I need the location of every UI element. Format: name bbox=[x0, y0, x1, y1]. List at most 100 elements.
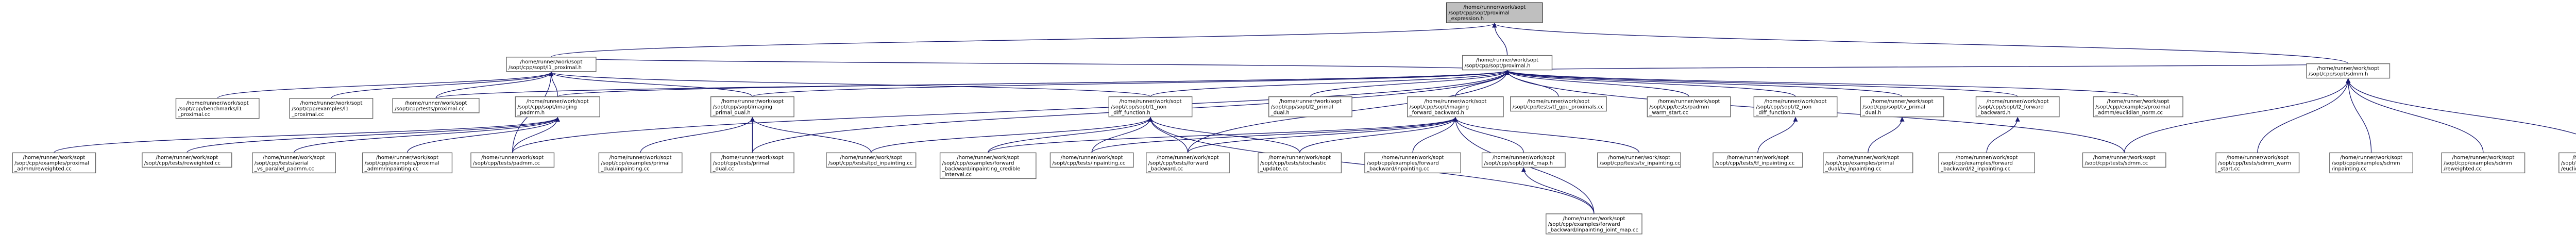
graph-node-label-line: /sopt/cpp/sopt/proximal bbox=[1449, 10, 1510, 16]
graph-node-padmm-warm[interactable]: /home/runner/work/sopt/sopt/cpp/tests/pa… bbox=[1647, 96, 1731, 118]
graph-node-box bbox=[1108, 96, 1193, 118]
include-edge bbox=[871, 117, 1153, 153]
graph-node-ex-l2-inp[interactable]: /home/runner/work/sopt/sopt/cpp/examples… bbox=[1938, 152, 2036, 174]
graph-node-imaging-pd[interactable]: /home/runner/work/sopt/sopt/cpp/sopt/ima… bbox=[710, 96, 794, 118]
dependency-edges bbox=[54, 23, 2576, 214]
graph-node-l1-nondiff[interactable]: /home/runner/work/sopt/sopt/cpp/sopt/l1_… bbox=[1108, 96, 1193, 118]
graph-node-prox[interactable]: /home/runner/work/sopt/sopt/cpp/sopt/pro… bbox=[1462, 55, 1553, 71]
graph-node-ex-admm-rew[interactable]: /home/runner/work/sopt/sopt/cpp/examples… bbox=[12, 152, 96, 174]
graph-node-ex-pd-tv[interactable]: /home/runner/work/sopt/sopt/cpp/examples… bbox=[1823, 152, 1913, 174]
graph-node-label-line: /home/runner/work/sopt bbox=[1608, 155, 1670, 160]
graph-node-ex-prox-admm-eucl[interactable]: /home/runner/work/sopt/sopt/cpp/examples… bbox=[2093, 96, 2183, 118]
graph-node-t-tfpd[interactable]: /home/runner/work/sopt/sopt/cpp/tests/tp… bbox=[826, 152, 917, 168]
graph-node-ex-l1[interactable]: /home/runner/work/sopt/sopt/cpp/examples… bbox=[289, 98, 374, 119]
graph-node-t-fb[interactable]: /home/runner/work/sopt/sopt/cpp/tests/fo… bbox=[1146, 152, 1230, 174]
graph-node-box bbox=[1446, 2, 1543, 23]
graph-node-ex-pd-inp[interactable]: /home/runner/work/sopt/sopt/cpp/examples… bbox=[598, 152, 683, 174]
include-edge bbox=[549, 71, 558, 97]
graph-node-imaging-fb[interactable]: /home/runner/work/sopt/sopt/cpp/sopt/ima… bbox=[1407, 96, 1504, 118]
graph-node-ex-fb-joint[interactable]: /home/runner/work/sopt/sopt/cpp/examples… bbox=[1546, 213, 1642, 235]
include-edge bbox=[217, 71, 554, 99]
graph-node-label-line: /sopt/cpp/sopt/joint_map.h bbox=[1484, 160, 1553, 166]
graph-node-ex-sdmm-inp[interactable]: /home/runner/work/sopt/sopt/cpp/examples… bbox=[2329, 152, 2413, 174]
graph-node-box bbox=[2093, 96, 2183, 118]
graph-node-label-line: /home/runner/work/sopt bbox=[721, 155, 784, 160]
include-edge bbox=[1505, 70, 1903, 97]
graph-node-box bbox=[1938, 152, 2036, 174]
graph-node-box bbox=[1975, 96, 2060, 118]
graph-node-ex-sdmm-eucl[interactable]: /home/runner/work/sopt/sopt/cpp/examples… bbox=[2558, 152, 2576, 174]
graph-node-label-line: _expression.h bbox=[1448, 16, 1484, 22]
graph-node-label-line: /home/runner/work/sopt bbox=[609, 155, 672, 160]
include-edge bbox=[1150, 70, 1510, 97]
graph-node-box bbox=[1481, 152, 1566, 168]
graph-node-box bbox=[515, 96, 600, 118]
graph-node-box bbox=[710, 96, 794, 118]
include-edge bbox=[1299, 117, 1458, 153]
graph-node-t-tfdf[interactable]: /home/runner/work/sopt/sopt/cpp/tests/tf… bbox=[1713, 152, 1803, 168]
graph-node-label-line: /sopt/cpp/benchmarks/l1 bbox=[178, 106, 242, 112]
include-edge bbox=[750, 117, 872, 153]
graph-node-t-padmm[interactable]: /home/runner/work/sopt/sopt/cpp/tests/pa… bbox=[470, 152, 555, 168]
graph-node-label-line: /home/runner/work/sopt bbox=[1476, 58, 1538, 63]
include-edge bbox=[1453, 117, 1640, 153]
include-edge bbox=[1868, 117, 1905, 153]
graph-node-tv-pd[interactable]: /home/runner/work/sopt/sopt/cpp/sopt/tv_… bbox=[1860, 96, 1944, 118]
graph-node-label-line: /home/runner/work/sopt bbox=[1424, 99, 1486, 105]
graph-node-box bbox=[12, 152, 96, 174]
graph-node-joint-map-h[interactable]: /home/runner/work/sopt/sopt/cpp/sopt/joi… bbox=[1481, 152, 1566, 168]
graph-node-label-line: _backward/l2_inpainting.cc bbox=[1940, 166, 2010, 172]
graph-node-label-line: /sopt/cpp/examples/sdmm bbox=[2332, 160, 2400, 166]
graph-node-label-line: _dual/tv_inpainting.cc bbox=[1825, 166, 1882, 172]
graph-node-label-line: /sopt/cpp/sopt/l2_non bbox=[1756, 105, 1811, 110]
include-edge bbox=[331, 71, 554, 99]
include-edge bbox=[1412, 117, 1458, 153]
graph-node-label-line: /home/runner/work/sopt bbox=[23, 155, 85, 160]
graph-node-label-line: /home/runner/work/sopt bbox=[1061, 155, 1123, 160]
graph-node-box bbox=[1258, 152, 1342, 174]
graph-node-t-serial-par[interactable]: /home/runner/work/sopt/sopt/cpp/tests/se… bbox=[252, 152, 336, 174]
graph-node-label-line: /sopt/cpp/tests/sdmm.cc bbox=[2084, 160, 2148, 166]
graph-node-l2-fb[interactable]: /home/runner/work/sopt/sopt/cpp/sopt/l2_… bbox=[1975, 96, 2060, 118]
graph-node-label-line: /sopt/cpp/tests/tf_inpainting.cc bbox=[1715, 160, 1794, 166]
graph-node-label-line: /home/runner/work/sopt bbox=[376, 155, 438, 160]
graph-node-label-line: _admm/reweighted.cc bbox=[14, 166, 72, 172]
graph-node-tfgpu[interactable]: /home/runner/work/sopt/sopt/cpp/tests/tf… bbox=[1510, 96, 1607, 112]
graph-node-label-line: _interval.cc bbox=[942, 172, 972, 177]
graph-node-t-tvinp[interactable]: /home/runner/work/sopt/sopt/cpp/tests/tv… bbox=[1597, 152, 1681, 168]
graph-node-l2-nondiff[interactable]: /home/runner/work/sopt/sopt/cpp/sopt/l2_… bbox=[1753, 96, 1838, 118]
graph-node-imaging-padmm[interactable]: /home/runner/work/sopt/sopt/cpp/sopt/ima… bbox=[515, 96, 600, 118]
graph-node-ex-fb-cred[interactable]: /home/runner/work/sopt/sopt/cpp/examples… bbox=[939, 152, 1037, 179]
graph-node-label-line: /sopt/cpp/sopt/l1_non bbox=[1111, 105, 1166, 110]
graph-node-box bbox=[1510, 96, 1607, 112]
graph-node-t-pd[interactable]: /home/runner/work/sopt/sopt/cpp/tests/pr… bbox=[710, 152, 794, 174]
include-edge bbox=[640, 117, 755, 153]
graph-node-label-line: /sopt/cpp/tests/sdmm_warm bbox=[2218, 160, 2291, 166]
graph-node-t-rew[interactable]: /home/runner/work/sopt/sopt/cpp/tests/re… bbox=[142, 152, 232, 168]
graph-node-ex-sdmm-rew[interactable]: /home/runner/work/sopt/sopt/cpp/examples… bbox=[2441, 152, 2526, 174]
graph-node-label-line: /sopt/cpp/examples/forward bbox=[1367, 160, 1439, 166]
graph-node-ex-fb-inp[interactable]: /home/runner/work/sopt/sopt/cpp/examples… bbox=[1364, 152, 1461, 174]
graph-node-l2-pd[interactable]: /home/runner/work/sopt/sopt/cpp/sopt/l2_… bbox=[1268, 96, 1352, 118]
graph-node-ex-admm-inp[interactable]: /home/runner/work/sopt/sopt/cpp/examples… bbox=[362, 152, 453, 174]
graph-node-box bbox=[1753, 96, 1838, 118]
graph-node-t-stoch[interactable]: /home/runner/work/sopt/sopt/cpp/tests/st… bbox=[1258, 152, 1342, 174]
graph-node-box bbox=[142, 152, 232, 168]
graph-node-label-line: /home/runner/work/sopt bbox=[1726, 155, 1789, 160]
graph-node-sdmm[interactable]: /home/runner/work/sopt/sopt/cpp/sopt/sdm… bbox=[2306, 63, 2391, 79]
graph-node-label-line: /home/runner/work/sopt bbox=[2340, 155, 2402, 160]
include-edge bbox=[406, 117, 560, 153]
graph-node-label-line: /sopt/cpp/sopt/sdmm.h bbox=[2309, 72, 2368, 77]
graph-node-label-line: /home/runner/work/sopt bbox=[2572, 155, 2576, 160]
include-edge bbox=[1757, 117, 1798, 153]
graph-node-label-line: /sopt/cpp/tests/stochastic bbox=[1260, 160, 1326, 166]
include-edge bbox=[293, 117, 560, 153]
graph-node-label-line: _dual/inpainting.cc bbox=[600, 166, 649, 172]
graph-node-bench-l1[interactable]: /home/runner/work/sopt/sopt/cpp/benchmar… bbox=[175, 98, 260, 119]
include-edge bbox=[1521, 167, 1595, 214]
graph-node-t-sdmm-warm[interactable]: /home/runner/work/sopt/sopt/cpp/tests/sd… bbox=[2215, 152, 2300, 174]
graph-node-l1prox[interactable]: /home/runner/work/sopt/sopt/cpp/sopt/l1_… bbox=[506, 57, 597, 72]
graph-node-tests-prox[interactable]: /home/runner/work/sopt/sopt/cpp/tests/pr… bbox=[392, 98, 480, 113]
graph-node-t-fb-inp[interactable]: /home/runner/work/sopt/sopt/cpp/tests/in… bbox=[1049, 152, 1134, 168]
graph-node-t-sdmm[interactable]: /home/runner/work/sopt/sopt/cpp/tests/sd… bbox=[2082, 152, 2166, 168]
